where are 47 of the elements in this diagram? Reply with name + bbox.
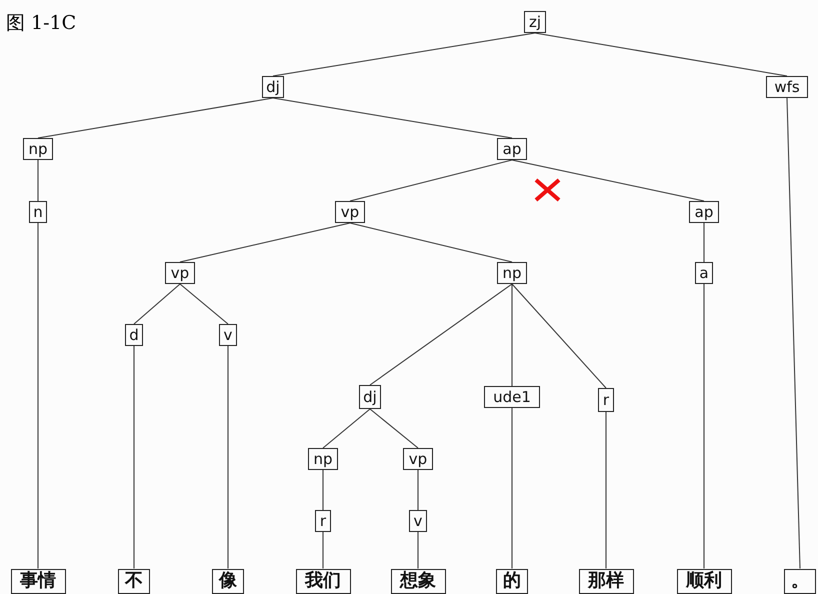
word-box: 。: [784, 568, 816, 594]
tag-box: np: [497, 262, 527, 284]
tag-box: dj: [262, 76, 284, 98]
word-box: 不: [118, 568, 150, 594]
word-box: 我们: [296, 568, 350, 594]
figure-title: 图 1-1C: [6, 11, 76, 36]
tag-box: r: [315, 510, 331, 532]
word-box: 的: [496, 568, 528, 594]
tag-box: ude1: [484, 386, 540, 408]
tree-branch: [512, 284, 606, 388]
tree-branch: [322, 470, 324, 510]
tree-branch: [180, 284, 228, 324]
tag-box: v: [219, 324, 237, 346]
word-box: 像: [212, 568, 244, 594]
tag-box: d: [125, 324, 143, 346]
tag-box: ap: [689, 201, 719, 223]
tag-box: vp: [403, 448, 433, 470]
tag-box: vp: [335, 201, 365, 223]
tag-box: a: [695, 262, 713, 284]
tag-box: dj: [359, 385, 381, 409]
tag-box: zj: [524, 11, 546, 33]
tree-branch: [370, 408, 418, 448]
tag-box: v: [409, 510, 427, 532]
tree-branch: [350, 160, 512, 202]
word-box: 事情: [10, 568, 66, 594]
tag-box: r: [598, 388, 614, 412]
tree-branch: [322, 532, 324, 569]
tree-branch: [322, 408, 370, 448]
tree-branch: [786, 98, 800, 569]
tag-box: np: [308, 448, 338, 470]
tree-branch: [272, 98, 512, 138]
tag-box: n: [29, 201, 47, 223]
tag-box: np: [23, 138, 53, 160]
word-box: 想象: [390, 568, 446, 594]
tree-branch: [134, 284, 180, 324]
word-box: 那样: [578, 568, 634, 594]
tag-box: ap: [497, 138, 527, 160]
tree-branch: [180, 222, 350, 262]
tree-branch: [38, 98, 274, 138]
tag-box: wfs: [766, 76, 808, 98]
tree-branch: [534, 32, 788, 76]
tag-box: vp: [165, 262, 195, 284]
tree-branch: [370, 284, 512, 386]
word-box: 顺利: [676, 568, 732, 594]
tree-branch: [512, 160, 704, 202]
tree-branch: [350, 222, 512, 262]
tree-branch: [272, 32, 536, 76]
